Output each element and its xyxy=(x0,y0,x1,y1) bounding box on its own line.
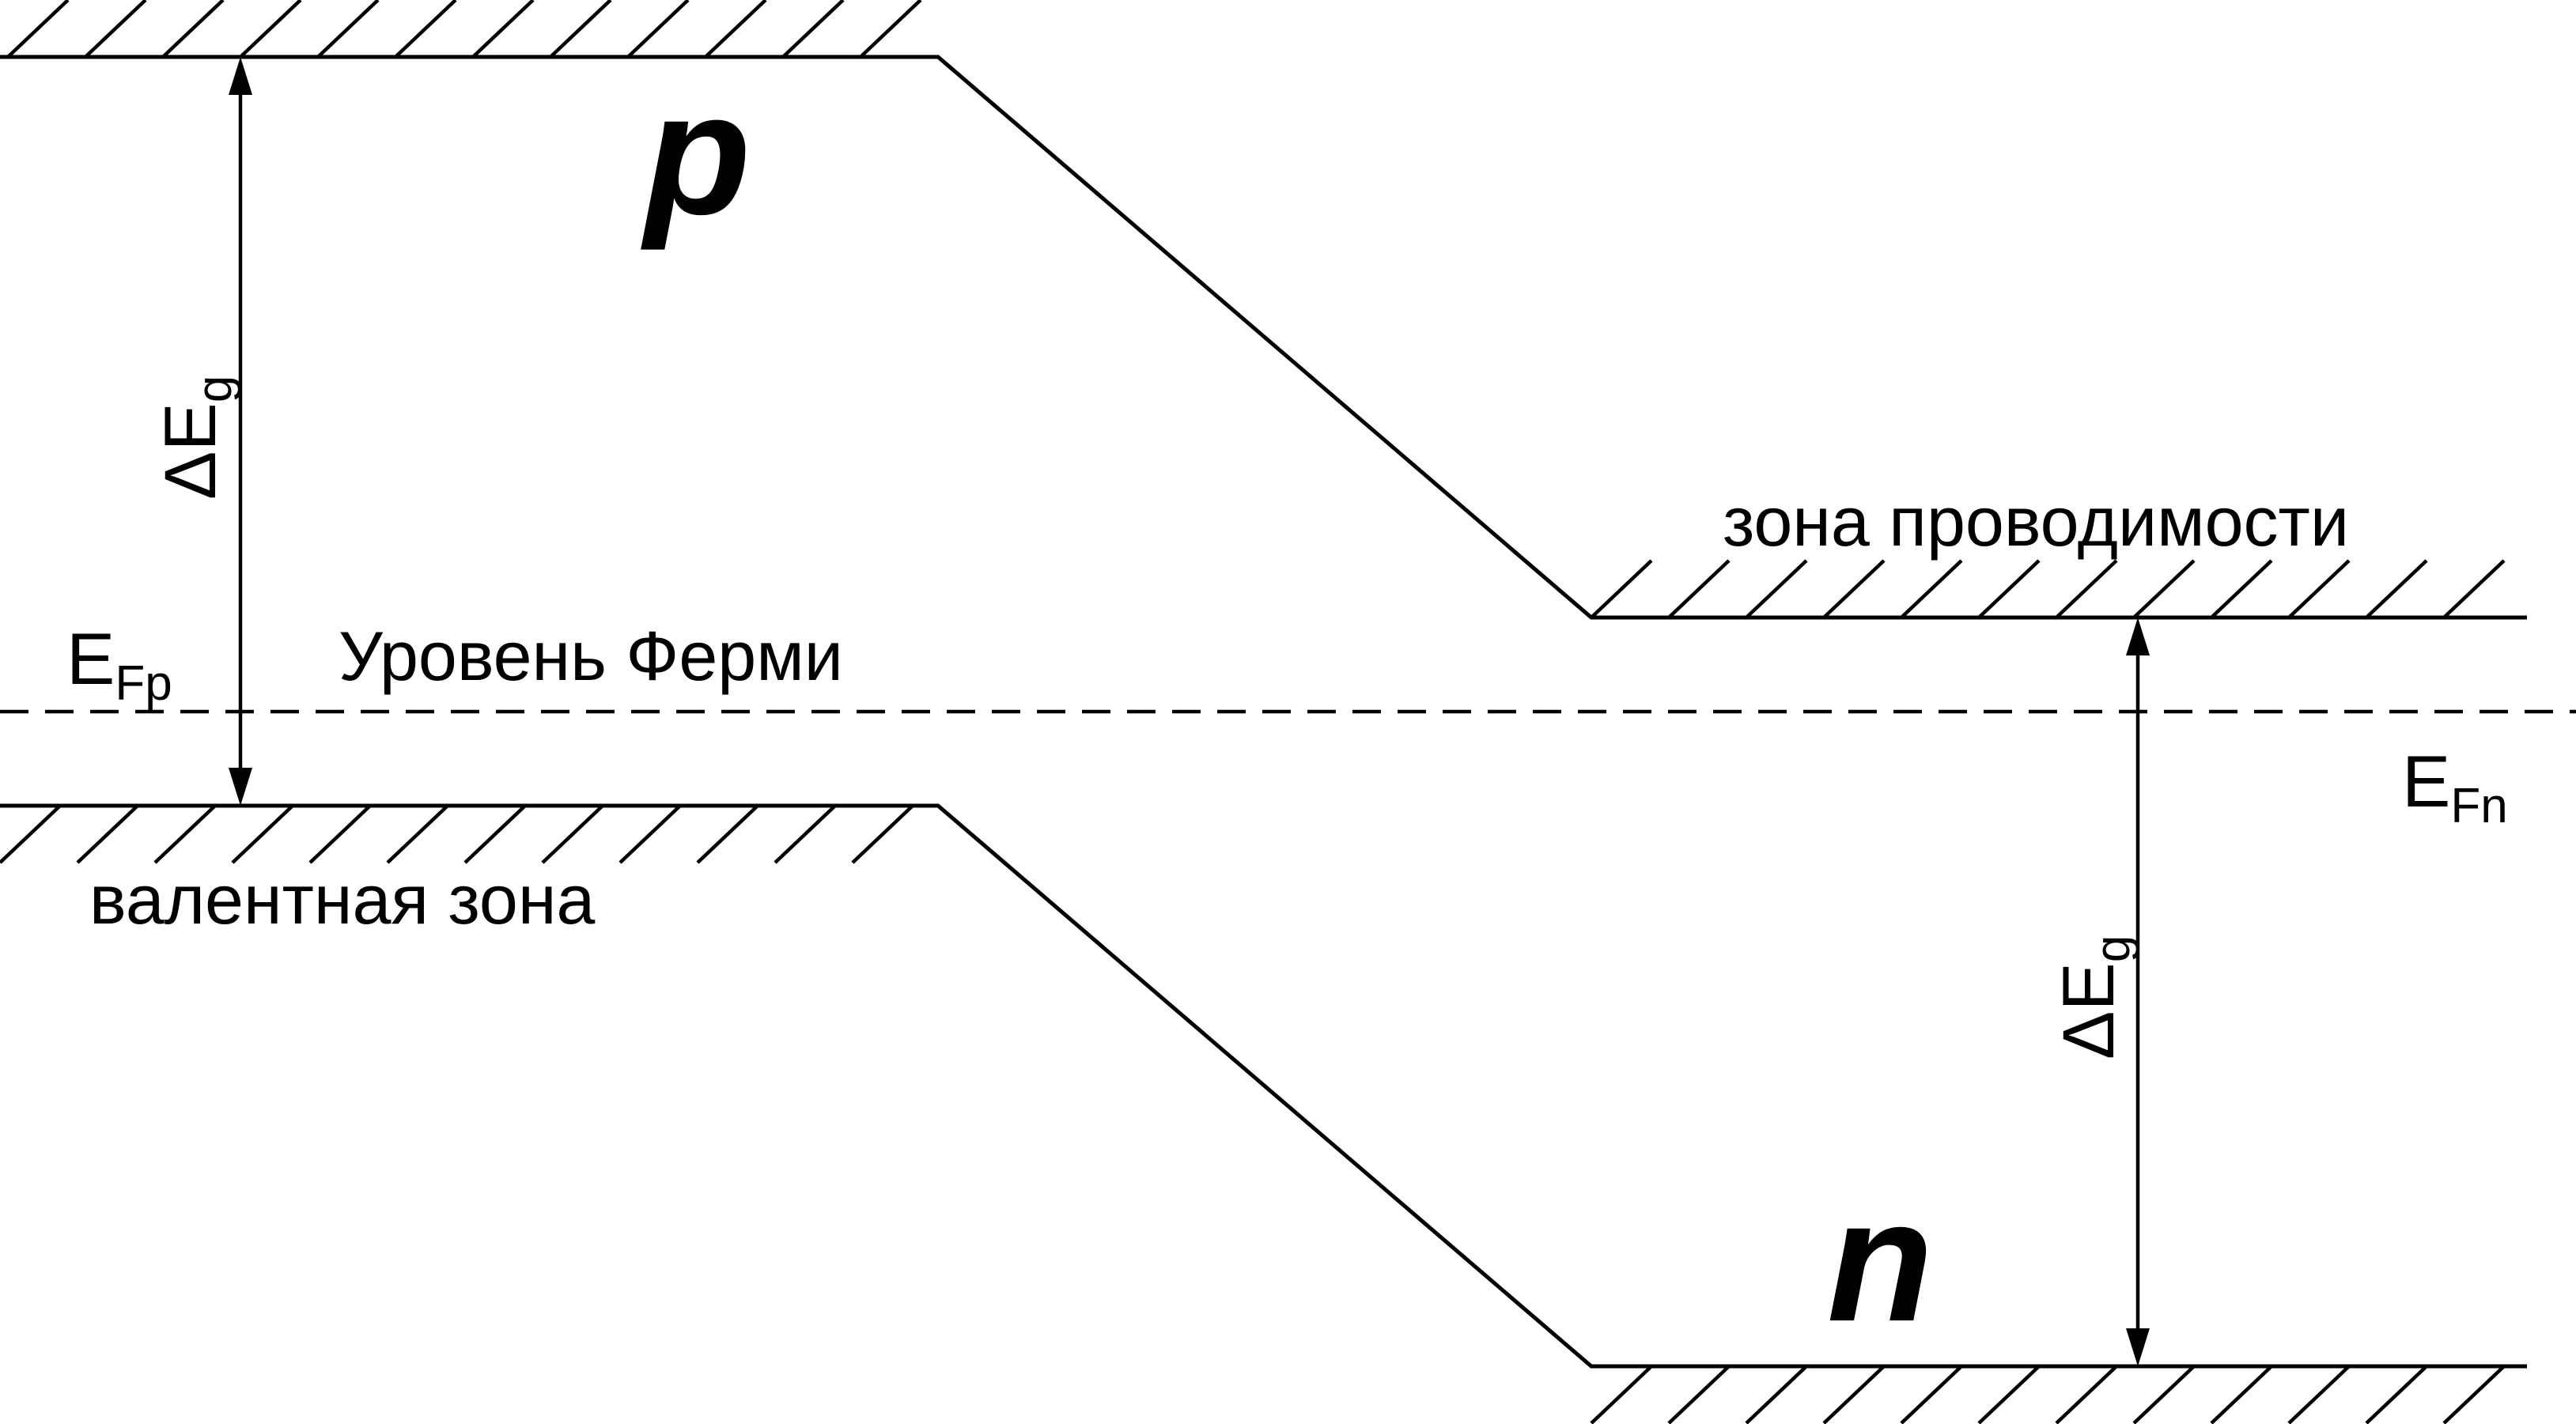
valence-band-edge xyxy=(0,803,2527,1369)
band-gap-arrowhead-up xyxy=(229,57,252,95)
hatch-mark xyxy=(774,804,837,864)
hatch-mark xyxy=(84,0,147,59)
hatch-mark xyxy=(386,804,449,864)
hatch-mark xyxy=(1745,1365,1808,1424)
hatch-mark xyxy=(161,0,225,59)
fermi-level-p-symbol: E xyxy=(66,619,115,700)
band-gap-arrow-p-side xyxy=(229,57,252,806)
hatch-mark xyxy=(463,804,527,864)
valence-band-label: валентная зона xyxy=(89,860,595,939)
conduction-band-hatching-n-side xyxy=(1590,559,2506,619)
fermi-level-label: Уровень Ферми xyxy=(339,617,843,695)
hatch-mark xyxy=(2132,1365,2196,1424)
hatch-mark xyxy=(76,804,139,864)
fermi-level-n-symbol: E xyxy=(2402,742,2450,822)
hatch-mark xyxy=(471,0,535,59)
conduction-band xyxy=(0,0,2527,620)
hatch-mark xyxy=(541,804,604,864)
hatch-mark xyxy=(6,0,70,59)
hatch-mark xyxy=(1900,559,1963,619)
valence-band-hatching-p-side xyxy=(0,804,914,864)
band-gap-label-n-side: ΔEg xyxy=(2048,935,2140,1060)
fermi-level-n-label: EFn xyxy=(2402,742,2508,833)
band-gap-arrow-n-side xyxy=(2126,618,2150,1366)
band-gap-n-symbol: ΔE xyxy=(2048,962,2129,1060)
fermi-level-p-subscript: Fp xyxy=(115,656,172,711)
hatch-mark xyxy=(1822,1365,1886,1424)
hatch-mark xyxy=(696,804,759,864)
hatch-mark xyxy=(239,0,302,59)
hatch-mark xyxy=(1900,1365,1963,1424)
band-gap-label-p-side: ΔEg xyxy=(150,376,242,500)
hatch-mark xyxy=(1977,1365,2041,1424)
n-region-label: n xyxy=(1827,1163,1933,1358)
hatch-mark xyxy=(2287,559,2351,619)
hatch-mark xyxy=(859,0,922,59)
conduction-band-label: зона проводимости xyxy=(1723,482,2349,561)
hatch-mark xyxy=(1667,1365,1731,1424)
hatch-mark xyxy=(1667,559,1731,619)
hatch-mark xyxy=(2442,559,2506,619)
fermi-level-p-label: EFp xyxy=(66,619,172,711)
hatch-mark xyxy=(394,0,457,59)
hatch-mark xyxy=(851,804,914,864)
hatch-mark xyxy=(2210,1365,2273,1424)
band-gap-p-subscript: g xyxy=(187,376,242,402)
hatch-mark xyxy=(2055,559,2118,619)
band-gap-arrowhead-up xyxy=(2126,618,2150,655)
band-gap-n-subscript: g xyxy=(2086,935,2140,962)
hatch-mark xyxy=(153,804,217,864)
hatch-mark xyxy=(1745,559,1808,619)
hatch-mark xyxy=(2287,1365,2351,1424)
hatch-mark xyxy=(1590,1365,1653,1424)
hatch-mark xyxy=(1822,559,1886,619)
band-gap-p-symbol: ΔE xyxy=(150,402,231,500)
hatch-mark xyxy=(626,0,690,59)
band-gap-arrowhead-down xyxy=(2126,1328,2150,1366)
valence-band-hatching-n-side xyxy=(1590,1365,2506,1424)
hatch-mark xyxy=(2210,559,2273,619)
p-region-label: p xyxy=(641,56,751,251)
hatch-mark xyxy=(1977,559,2041,619)
hatch-mark xyxy=(2365,1365,2428,1424)
hatch-mark xyxy=(781,0,845,59)
hatch-mark xyxy=(308,804,372,864)
hatch-mark xyxy=(549,0,612,59)
hatch-mark xyxy=(704,0,767,59)
band-gap-arrowhead-down xyxy=(229,768,252,806)
hatch-mark xyxy=(2365,559,2428,619)
hatch-mark xyxy=(1590,559,1653,619)
fermi-level-n-subscript: Fn xyxy=(2450,779,2507,833)
hatch-mark xyxy=(0,804,62,864)
hatch-mark xyxy=(618,804,682,864)
valence-band xyxy=(0,803,2527,1424)
hatch-mark xyxy=(2055,1365,2118,1424)
hatch-mark xyxy=(2132,559,2196,619)
conduction-band-edge xyxy=(0,55,2527,620)
hatch-mark xyxy=(231,804,294,864)
hatch-mark xyxy=(2442,1365,2506,1424)
conduction-band-hatching-p-side xyxy=(6,0,922,59)
hatch-mark xyxy=(316,0,380,59)
